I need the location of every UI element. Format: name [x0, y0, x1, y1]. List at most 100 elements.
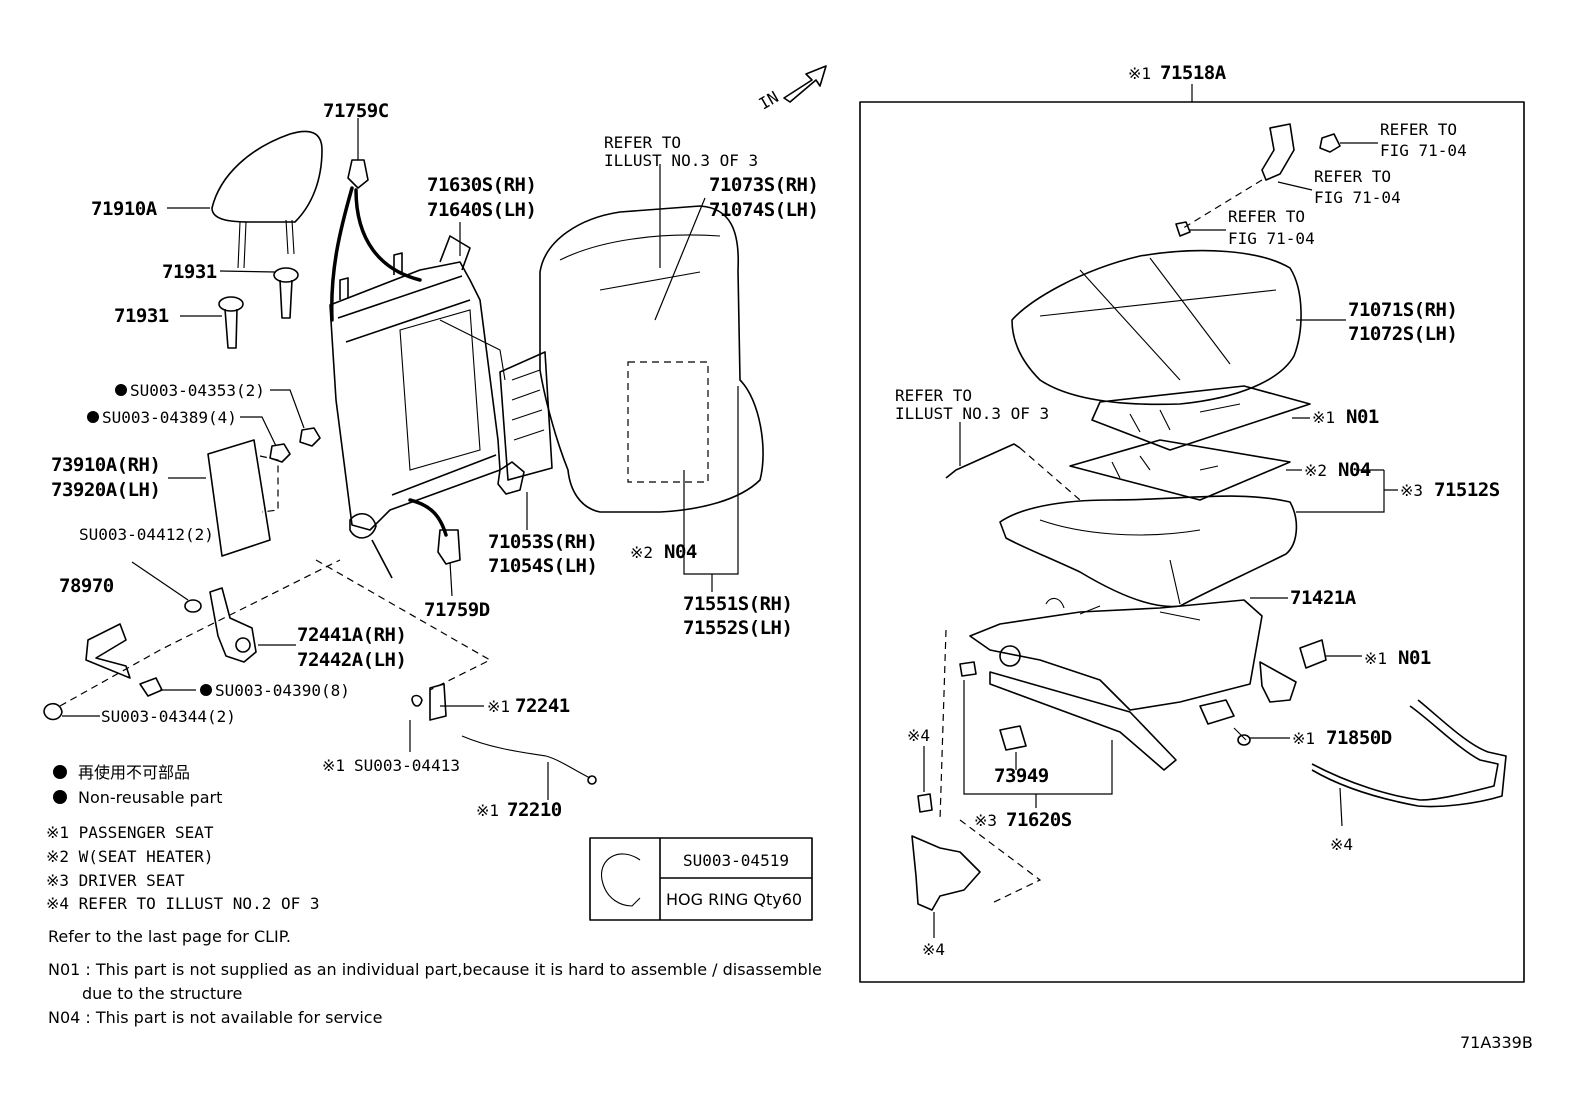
- direction-arrow-icon: [783, 65, 827, 103]
- seatback-frame-drawing: [329, 235, 506, 579]
- callout-seat-track-harness-mark: ※1: [1292, 729, 1315, 748]
- callout-refer-fig1-line1: REFER TO: [1380, 120, 1457, 139]
- callout-knob: 78970: [59, 575, 114, 597]
- callout-lumbar-rh: 71053S(RH): [488, 531, 597, 553]
- headrest-guide-upper-drawing: [273, 267, 299, 319]
- callout-heater-mat: N04: [1338, 459, 1371, 481]
- callout-refer4-right: ※4: [1330, 835, 1353, 854]
- hog-ring-part-no: SU003-04519: [683, 851, 789, 870]
- legend-nonreusable-ja: 再使用不可部品: [78, 763, 190, 782]
- callout-shield-lh: 73920A(LH): [51, 479, 160, 501]
- lumbar-support-drawing: [497, 351, 553, 495]
- seat-belt-buckle-drawing: [1175, 123, 1341, 237]
- bolt-5-icon: [43, 702, 63, 721]
- callout-lever: 72241: [515, 695, 570, 717]
- callout-screw-3: SU003-04412(2): [79, 525, 214, 544]
- callout-refer-fig1-line2: FIG 71-04: [1380, 141, 1467, 160]
- callout-back-cover-rh: 71073S(RH): [709, 174, 818, 196]
- headrest-guide-lower-drawing: [218, 296, 244, 349]
- callout-cushion-pad: 71512S: [1434, 479, 1500, 501]
- callout-refer4-bottom: ※4: [922, 940, 945, 959]
- nonreusable-marker-icon: [200, 684, 212, 696]
- callout-back-pad-lh: 71552S(LH): [683, 617, 792, 639]
- figure-id: 71A339B: [1460, 1033, 1533, 1052]
- callout-cushion-cover-rh: 71071S(RH): [1348, 299, 1457, 321]
- callout-back-heater-mark: ※2: [630, 543, 653, 562]
- callout-recliner-lh: 72442A(LH): [297, 649, 406, 671]
- callout-refer-back-line1: REFER TO: [604, 133, 681, 152]
- callout-lever-mark: ※1: [487, 697, 510, 716]
- callout-buckle-switch: N01: [1398, 647, 1431, 669]
- callout-back-heater: N04: [664, 541, 697, 563]
- cushion-pad-drawing: [999, 495, 1298, 608]
- callout-sensor-mat-mark: ※1: [1312, 408, 1335, 427]
- callout-headrest: 71910A: [91, 198, 158, 220]
- callout-back-pad-rh: 71551S(RH): [683, 593, 792, 615]
- callout-refer-fig2-line1: REFER TO: [1314, 167, 1391, 186]
- direction-label: IN: [756, 87, 782, 113]
- callout-cable-mark: ※1: [476, 801, 499, 820]
- callout-sensor-mat: N01: [1346, 406, 1379, 428]
- callout-shield-rh: 73910A(RH): [51, 454, 160, 476]
- seat-wire-frame-drawing: [1311, 699, 1507, 808]
- legend-mark-2: ※2 W(SEAT HEATER): [46, 847, 214, 866]
- note-n01-line1: N01 : This part is not supplied as an in…: [48, 960, 822, 979]
- callout-adjuster-mark: ※3: [974, 811, 997, 830]
- callout-cable-screw: SU003-04413: [354, 756, 460, 775]
- recliner-knob-drawing: [85, 623, 131, 679]
- callout-refer-fig3-line1: REFER TO: [1228, 207, 1305, 226]
- harness-clip-lower-drawing: [437, 529, 461, 565]
- nonreusable-marker-icon: [115, 384, 127, 396]
- bolt-4-icon: [139, 677, 163, 697]
- release-cable-drawing: [411, 683, 597, 785]
- callout-lumbar-lh: 71054S(LH): [488, 555, 597, 577]
- callout-harness-clip-upper: 71759C: [323, 100, 389, 122]
- nonreusable-marker-icon: [87, 411, 99, 423]
- legend-mark-3: ※3 DRIVER SEAT: [46, 871, 185, 890]
- callout-bolt-4: SU003-04390(8): [215, 681, 350, 700]
- buckle-switch-drawing: [1259, 639, 1327, 703]
- hog-ring-icon: [601, 853, 641, 907]
- legend-marker-icon: [53, 790, 67, 804]
- callout-cushion-cover-lh: 71072S(LH): [1348, 323, 1457, 345]
- callout-recliner-rh: 72441A(RH): [297, 624, 406, 646]
- note-n01-line2: due to the structure: [82, 984, 242, 1003]
- callout-buckle-switch-mark: ※1: [1364, 649, 1387, 668]
- callout-refer-back-line2: ILLUST NO.3 OF 3: [604, 151, 758, 170]
- hog-ring-description: HOG RING Qty60: [666, 890, 802, 909]
- legend-mark-1: ※1 PASSENGER SEAT: [46, 823, 214, 842]
- legend-mark-4: ※4 REFER TO ILLUST NO.2 OF 3: [46, 894, 320, 913]
- lower-bracket-drawing: [911, 793, 981, 911]
- callout-refer-fig3-line2: FIG 71-04: [1228, 229, 1315, 248]
- seat-adjuster-drawing: [959, 661, 1027, 751]
- cushion-assembly-box: [859, 101, 1525, 983]
- legend-marker-icon: [53, 765, 67, 779]
- screw-icon: [184, 599, 202, 613]
- sensor-mat-drawing: [1091, 385, 1311, 451]
- callout-guide-lower: 71931: [114, 305, 169, 327]
- callout-refer-cushion-line1: REFER TO: [895, 386, 972, 405]
- harness-clip-upper-drawing: [347, 159, 369, 189]
- callout-adjuster: 71620S: [1006, 809, 1072, 831]
- bolt-3-icon: [269, 443, 291, 463]
- callout-cushion-frame: 71421A: [1290, 587, 1357, 609]
- callout-seat-track-harness: 71850D: [1326, 727, 1392, 749]
- seat-track-harness-drawing: [1199, 699, 1251, 746]
- callout-refer4-left: ※4: [907, 726, 930, 745]
- callout-bolt-2: SU003-04389(4): [102, 408, 237, 427]
- callout-bolt-5: SU003-04344(2): [101, 707, 236, 726]
- headrest-drawing: [211, 130, 323, 269]
- callout-cushion-assy-mark: ※1: [1128, 64, 1151, 83]
- cushion-cover-drawing: [1011, 249, 1302, 406]
- legend-clip-note: Refer to the last page for CLIP.: [48, 927, 291, 946]
- callout-guide-upper: 71931: [162, 261, 217, 283]
- callout-cushion-assy: 71518A: [1160, 62, 1227, 84]
- recliner-adjuster-drawing: [209, 587, 257, 663]
- cushion-frame-drawing: [969, 597, 1263, 771]
- callout-frame-lh: 71640S(LH): [427, 199, 536, 221]
- bolt-2-icon: [299, 427, 321, 447]
- note-n04: N04 : This part is not available for ser…: [48, 1008, 382, 1027]
- seat-shield-drawing: [207, 439, 279, 557]
- heater-mat-drawing: [1069, 439, 1291, 501]
